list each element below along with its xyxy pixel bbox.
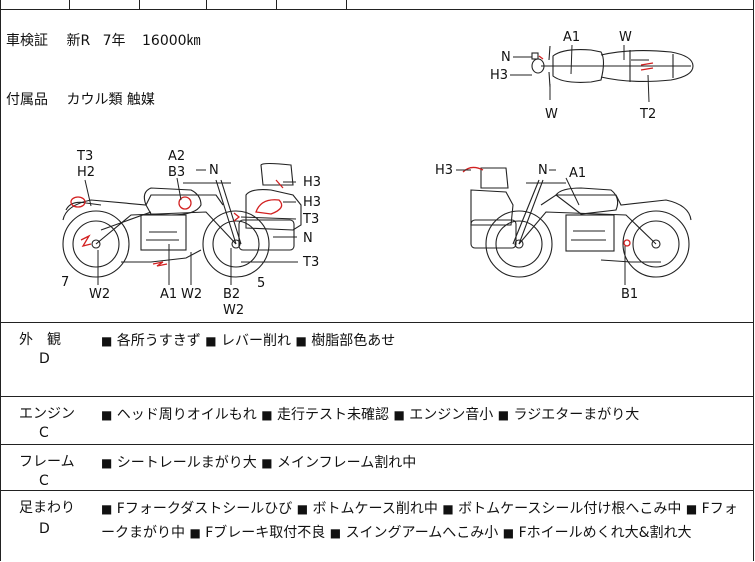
left-label-a2: A2 (168, 149, 186, 164)
top-table-edge (1, 0, 753, 10)
top-label-h3: H3 (490, 68, 509, 83)
list-item: ヘッド周りオイルもれ (116, 407, 257, 423)
left-label-h2: H2 (77, 165, 96, 180)
list-item: Fブレーキ取付不良 (205, 525, 326, 541)
list-item: ボトムケース削れ中 (312, 501, 438, 517)
top-label-n: N (501, 50, 511, 65)
right-side-bike (470, 167, 692, 278)
item-list: ■ シートレールまがり大 ■ メインフレーム割れ中 (101, 455, 417, 471)
list-item: スイングアームへこみ小 (345, 525, 499, 541)
list-item: Fフォークダストシールひび (116, 501, 293, 517)
grade-value: D (39, 351, 50, 367)
inspection-year: 7年 (102, 33, 126, 49)
item-list: ■ Fフォークダストシールひび ■ ボトムケース削れ中 ■ ボトムケースシール付… (101, 501, 738, 541)
list-item: Fホイールめくれ大&割れ大 (518, 525, 692, 541)
inspection-value: 新R (66, 33, 91, 49)
category-label: 足まわり (19, 500, 75, 516)
list-item: シートレールまがり大 (116, 455, 257, 471)
grade-value: C (39, 425, 49, 441)
inspection-label: 車検証 (6, 33, 48, 49)
list-item: 走行テスト未確認 (277, 407, 390, 423)
left-label-w2-3: W2 (223, 303, 245, 318)
left-label-n-2: N (303, 231, 313, 246)
left-label-t3-3: T3 (303, 255, 320, 270)
list-item: メインフレーム割れ中 (277, 455, 417, 471)
left-label-t3: T3 (77, 149, 94, 164)
left-label-n: N (209, 163, 219, 178)
list-item: 樹脂部色あせ (311, 333, 396, 349)
section-exterior: 外 観 D ■ 各所うすきず ■ レバー削れ ■ 樹脂部色あせ (1, 322, 753, 397)
left-label-b3: B3 (168, 165, 186, 180)
list-item: Fフォークまがり中 (101, 501, 738, 541)
right-label-a1: A1 (569, 166, 587, 181)
left-label-5: 5 (257, 276, 266, 291)
category-label: フレーム (19, 454, 75, 470)
left-label-w2-1: W2 (89, 287, 111, 302)
right-label-b1: B1 (621, 287, 639, 302)
top-label-a1: A1 (563, 30, 581, 45)
grade-value: D (39, 521, 50, 537)
left-label-t3-2: T3 (303, 212, 320, 227)
right-label-n: N (538, 163, 548, 178)
list-item: ボトムケースシール付け根へこみ中 (458, 501, 682, 517)
list-item: 各所うすきず (116, 333, 201, 349)
section-chassis: 足まわり D ■ Fフォークダストシールひび ■ ボトムケース削れ中 ■ ボトム… (1, 490, 753, 562)
item-list: ■ 各所うすきず ■ レバー削れ ■ 樹脂部色あせ (101, 333, 396, 349)
accessories-value: カウル類 触媒 (66, 92, 155, 108)
inspection-row: 車検証 新R 7年 16000㎞ (6, 30, 201, 50)
damage-marks (70, 55, 654, 267)
left-label-h3-2: H3 (303, 195, 322, 210)
section-frame: フレーム C ■ シートレールまがり大 ■ メインフレーム割れ中 (1, 444, 753, 491)
list-item: ラジエターまがり大 (513, 407, 640, 423)
grade-value: C (39, 473, 49, 489)
top-label-w-2: W (545, 107, 558, 122)
top-label-t2: T2 (640, 107, 657, 122)
left-label-w2-2: W2 (181, 287, 203, 302)
motorcycle-damage-diagram (62, 44, 694, 285)
left-side-bike (62, 162, 302, 278)
top-view-bike (531, 45, 694, 88)
category-label: エンジン (19, 406, 75, 422)
left-label-a1: A1 (160, 287, 178, 302)
list-item: エンジン音小 (409, 407, 494, 423)
mileage: 16000㎞ (142, 33, 201, 49)
list-item: レバー削れ (221, 333, 292, 349)
accessories-row: 付属品 カウル類 触媒 (6, 89, 155, 109)
left-label-h3-1: H3 (303, 175, 322, 190)
left-label-b2: B2 (223, 287, 241, 302)
accessories-label: 付属品 (6, 92, 48, 108)
item-list: ■ ヘッド周りオイルもれ ■ 走行テスト未確認 ■ エンジン音小 ■ ラジエター… (101, 407, 640, 423)
category-label: 外 観 (19, 332, 61, 348)
left-label-7: 7 (61, 275, 70, 290)
section-engine: エンジン C ■ ヘッド周りオイルもれ ■ 走行テスト未確認 ■ エンジン音小 … (1, 396, 753, 445)
right-label-h3: H3 (435, 163, 454, 178)
top-label-w-1: W (619, 30, 632, 45)
